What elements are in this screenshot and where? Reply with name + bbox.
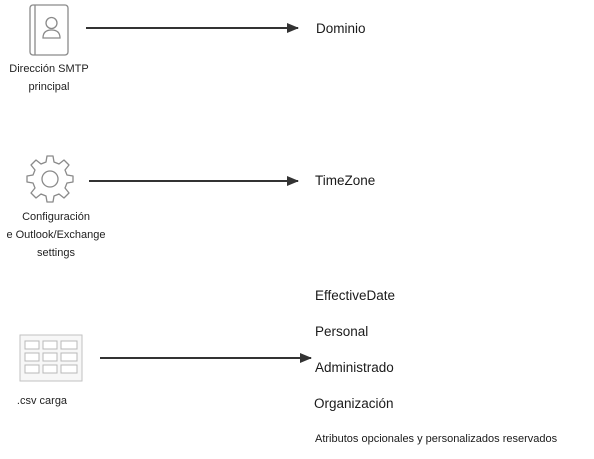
- target-effective-date: EffectiveDate: [315, 288, 396, 303]
- target-organization: Organización: [314, 396, 394, 411]
- contact-card-icon: [29, 4, 69, 56]
- target-managed: Administrado: [315, 360, 394, 375]
- target-timezone: TimeZone: [315, 173, 376, 188]
- gear-icon: [25, 154, 75, 204]
- spreadsheet-grid-icon: [19, 334, 83, 382]
- csv-upload-label: .csv carga: [16, 395, 68, 407]
- target-optional-custom-attributes: Atributos opcionales y personalizados re…: [315, 433, 558, 445]
- target-domain: Dominio: [316, 21, 366, 36]
- target-personal: Personal: [315, 324, 369, 339]
- smtp-address-label: Dirección SMTP principal: [9, 63, 89, 93]
- outlook-exchange-settings-label: Configuración e Outlook/Exchange setting…: [6, 211, 106, 259]
